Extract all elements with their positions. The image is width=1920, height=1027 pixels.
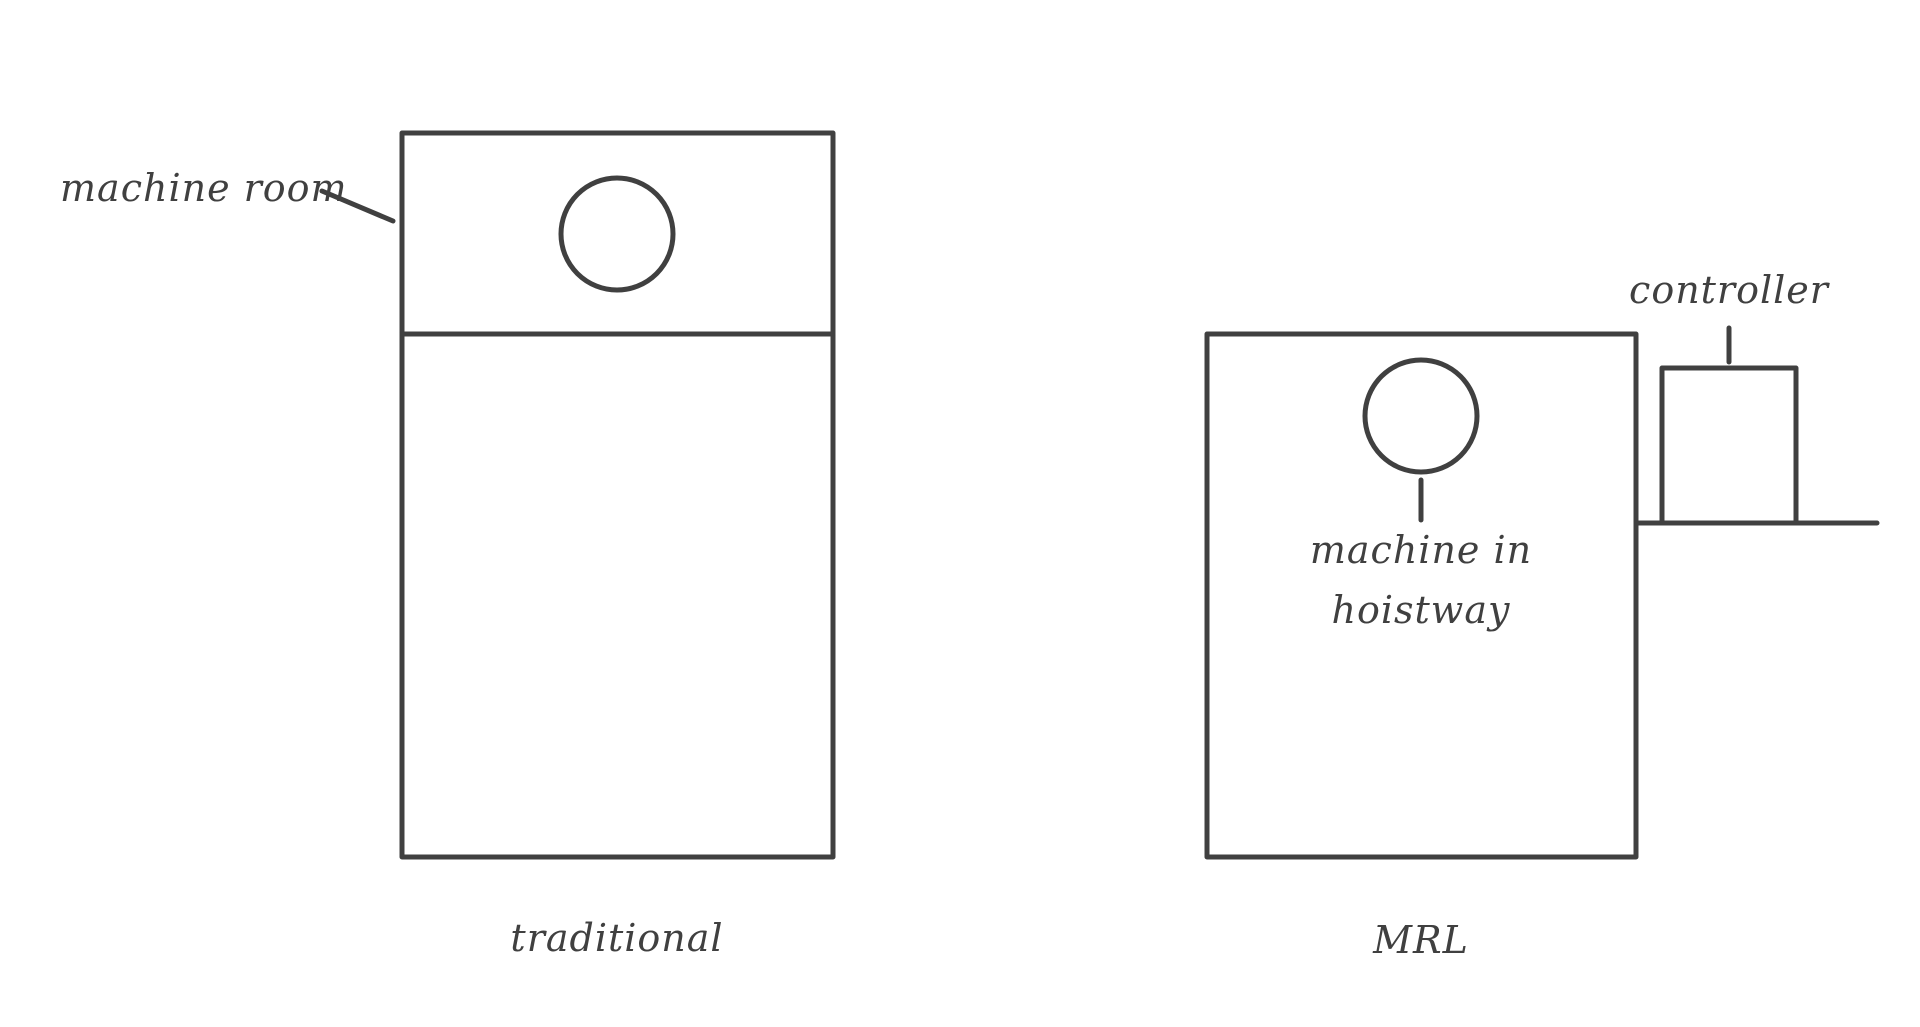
traditional-machine-circle <box>558 175 676 293</box>
machine-in-hoistway-label-line1: machine in <box>1310 528 1532 572</box>
machine-in-hoistway-label-line2: hoistway <box>1332 588 1511 632</box>
controller-label: controller <box>1629 268 1831 312</box>
traditional-elevator: machine room traditional <box>60 130 836 960</box>
controller-box <box>1659 365 1799 526</box>
mrl-hoistway <box>1204 331 1639 860</box>
mrl-label: MRL <box>1372 918 1469 962</box>
machine-room-leader-line <box>319 188 396 224</box>
mrl-elevator: machine in hoistway controller MRL <box>1204 268 1880 962</box>
machine-room-label: machine room <box>60 166 348 210</box>
mrl-machine-circle <box>1362 357 1480 475</box>
traditional-hoistway <box>399 130 836 860</box>
traditional-label: traditional <box>510 916 723 960</box>
